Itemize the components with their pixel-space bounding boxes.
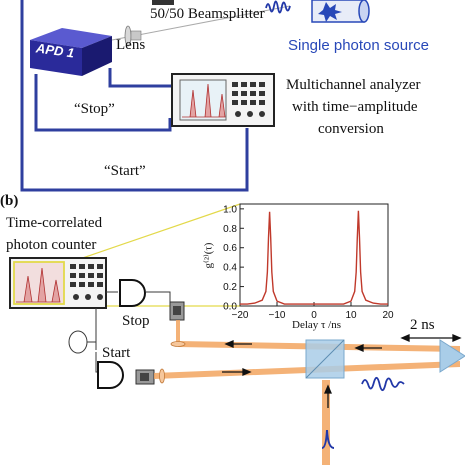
single-photon-source (311, 0, 370, 23)
retro-reflector (439, 339, 465, 373)
time-correlated-photon-counter (9, 257, 107, 309)
beam-direction-arrows (222, 340, 382, 408)
counter-label-line-1: Time-correlated (6, 215, 103, 231)
y-tick-label: 0.0 (223, 302, 237, 313)
part-a-cables (20, 0, 249, 192)
stop-detector-label: Stop (122, 313, 150, 329)
y-tick-label: 0.2 (223, 282, 237, 293)
start-detector (97, 361, 124, 389)
part-a-wave-packet (265, 0, 291, 14)
analyzer-label-line-2: with time−amplitude (292, 99, 418, 115)
part-b-beamsplitter-cube (305, 339, 345, 379)
panel-b-label: (b) (0, 193, 19, 209)
stop-detector-to-fiber (146, 291, 171, 302)
part-a-lens (124, 25, 142, 47)
g2-chart: 0.0 0.2 0.4 0.6 0.8 1.0 −20 −10 0 10 20 (223, 203, 394, 321)
stop-detector (119, 279, 146, 307)
y-tick-label: 1.0 (223, 204, 237, 215)
stop-cable (34, 74, 172, 132)
lens-label: Lens (116, 37, 146, 53)
x-tick-label: 10 (345, 310, 357, 321)
multichannel-analyzer (171, 73, 275, 127)
delay-double-arrow (400, 334, 462, 342)
x-tick-label: −10 (269, 310, 286, 321)
counter-label-line-2: photon counter (6, 237, 97, 253)
part-b-wave-packet (361, 376, 405, 392)
part-a-beam (111, 5, 291, 41)
chart-x-axis-label: Delay τ /ns (292, 319, 342, 331)
start-detector-label: Start (102, 345, 131, 361)
apd-to-analyzer-cable (108, 68, 178, 88)
input-photon-pulse (321, 429, 335, 449)
y-tick-label: 0.6 (223, 243, 237, 254)
part-b-lenses (159, 341, 186, 384)
x-tick-label: 0 (311, 310, 317, 321)
start-signal-label: “Start” (104, 163, 146, 179)
single-photon-source-label: Single photon source (288, 37, 429, 54)
y-tick-label: 0.4 (223, 263, 237, 274)
chart-y-axis-label: g⁽²⁾(τ) (202, 242, 215, 269)
chart-series (240, 210, 388, 305)
chart-y-ticks: 0.0 0.2 0.4 0.6 0.8 1.0 (223, 204, 244, 313)
beamsplitter-label: 50/50 Beamsplitter (150, 6, 265, 22)
chart-frame (239, 203, 389, 307)
analyzer-label-line-3: conversion (318, 121, 384, 137)
start-cable (20, 0, 249, 192)
y-tick-label: 0.8 (223, 224, 237, 235)
x-tick-label: 20 (382, 310, 394, 321)
analyzer-label-line-1: Multichannel analyzer (286, 77, 421, 93)
start-fiber-coupler (135, 369, 155, 385)
part-a-beamsplitter (152, 0, 174, 5)
vertical-beam-stop (176, 320, 180, 344)
apd-1-detector (30, 28, 112, 76)
g2-series-line (240, 210, 388, 305)
stop-fiber-coupler (169, 301, 185, 321)
delay-cable-loop (68, 330, 88, 354)
delay-length-label: 2 ns (410, 317, 435, 333)
stop-signal-label: “Stop” (74, 101, 115, 117)
x-tick-label: −20 (232, 310, 249, 321)
